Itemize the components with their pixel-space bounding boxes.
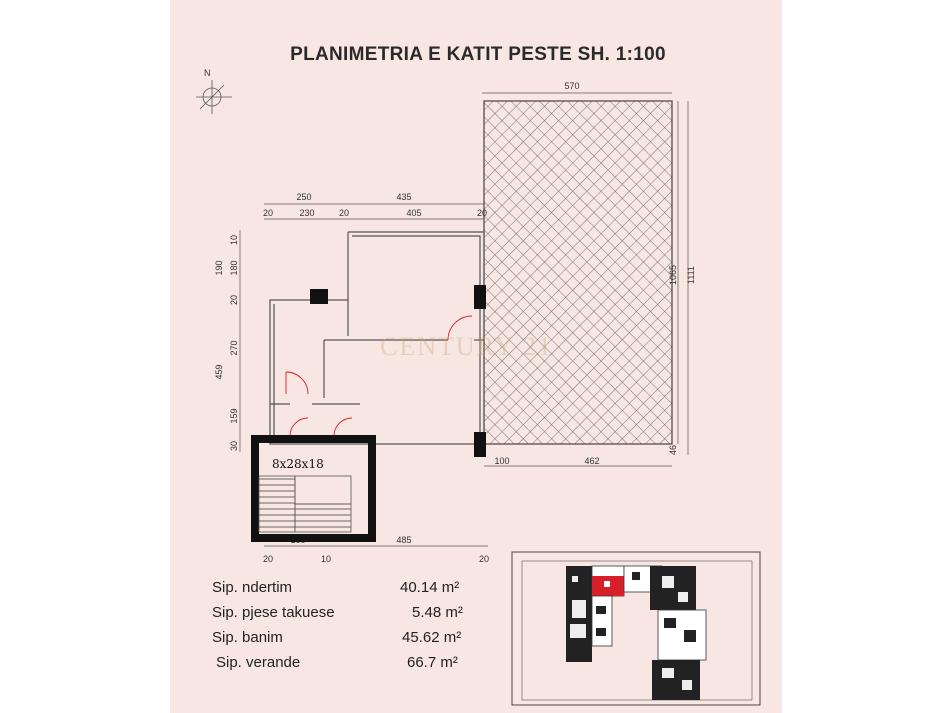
dim-left-1: 10 (229, 235, 239, 245)
dim-left-8: 30 (229, 441, 239, 451)
dim-top-row2-4: 405 (406, 208, 421, 218)
stair-landing (294, 475, 352, 505)
stair-flight-2 (294, 503, 352, 533)
dim-top-row2-3: 20 (339, 208, 349, 218)
north-arrow-icon: N (196, 68, 232, 114)
key-plan (511, 551, 761, 706)
area-table: Sip. ndertim 40.14 m² Sip. pjese takuese… (212, 579, 463, 671)
dim-right-inner: 1065 (668, 265, 678, 285)
dim-top-row2-1: 20 (263, 208, 273, 218)
area-label-1: Sip. ndertim (212, 579, 292, 596)
stair-label: 8x28x18 (272, 457, 324, 471)
dim-bottom-veranda-1: 100 (494, 456, 509, 466)
dim-left-6: 459 (214, 364, 224, 379)
dim-left-2: 180 (229, 260, 239, 275)
dim-top-row2-5: 20 (477, 208, 487, 218)
door-swings (285, 315, 473, 437)
dim-top-2: 435 (396, 192, 411, 202)
dim-right-outer: 1111 (686, 266, 696, 284)
apartment-walls (269, 231, 485, 445)
veranda-area (483, 100, 673, 445)
stair-core (251, 435, 376, 542)
dim-bottom-1: 20 (263, 554, 273, 564)
dim-left-3: 190 (214, 260, 224, 275)
area-value-3: 45.62 m² (402, 629, 461, 646)
north-letter: N (204, 68, 211, 78)
dim-top-1: 250 (296, 192, 311, 202)
column-2 (474, 285, 486, 309)
area-value-2: 5.48 m² (412, 604, 463, 621)
dim-top-row2-2: 230 (299, 208, 314, 218)
dim-left-7: 159 (229, 408, 239, 423)
dim-bottom-5: 20 (479, 554, 489, 564)
dimension-lines (239, 92, 689, 547)
dim-bottom-4: 485 (396, 535, 411, 545)
area-label-3: Sip. banim (212, 629, 283, 646)
plan-title: PLANIMETRIA E KATIT PESTE SH. 1:100 (290, 44, 666, 65)
dim-right-bottom: 46 (668, 445, 678, 455)
watermark: CENTURY 21 (380, 332, 553, 361)
dim-veranda-width: 570 (564, 81, 579, 91)
column-1 (310, 289, 328, 304)
dim-left-4: 20 (229, 295, 239, 305)
area-value-4: 66.7 m² (407, 654, 458, 671)
area-value-1: 40.14 m² (400, 579, 459, 596)
area-label-4: Sip. verande (216, 654, 300, 671)
dim-bottom-3: 10 (321, 554, 331, 564)
stair-flight-1 (258, 475, 296, 533)
dim-bottom-veranda-2: 462 (584, 456, 599, 466)
dim-left-5: 270 (229, 340, 239, 355)
column-3 (474, 432, 486, 457)
area-label-2: Sip. pjese takuese (212, 604, 335, 621)
